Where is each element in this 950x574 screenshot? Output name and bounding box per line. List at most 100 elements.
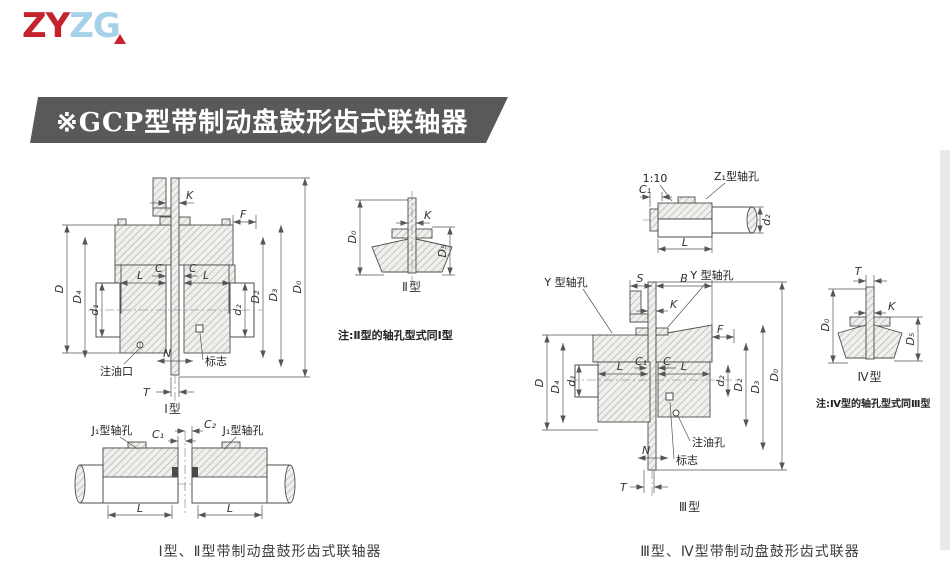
dim-label-D4: D₄ [549, 380, 562, 393]
keyway-left [127, 441, 147, 449]
hub-left [597, 361, 651, 423]
keyway [677, 196, 696, 204]
type4-caption: Ⅳ型 [857, 370, 882, 384]
dim-label-C2: C₂ [204, 418, 217, 431]
hub-wing-left [837, 324, 867, 359]
dim-label-T: T [620, 481, 628, 494]
figure-type3: S B Y 型轴孔 Y 型轴孔 K F D D₄ d₁ d₂ [533, 268, 787, 514]
page-title: ※GCP型带制动盘鼓形齿式联轴器 [56, 107, 469, 138]
hub-wing-right [873, 324, 903, 359]
dim-label-T: T [855, 265, 863, 278]
dim-label-C: C [663, 355, 671, 368]
hub-left [119, 264, 167, 354]
dim-label-D0: D₀ [768, 368, 781, 381]
dim-label-N: N [163, 347, 171, 360]
sleeve-right-taper [655, 324, 713, 363]
brake-disc [170, 177, 180, 376]
figure-type2: K D₀ D₅ Ⅱ型 注:Ⅱ型的轴孔型式同Ⅰ型 [338, 191, 455, 342]
logo-text-zy: ZY [22, 6, 70, 46]
title-banner: ※GCP型带制动盘鼓形齿式联轴器 [30, 97, 508, 143]
dim-label-D: D [53, 285, 66, 293]
dim-label-L-left: L [137, 269, 143, 282]
keyway-right [221, 441, 241, 449]
y-hole-label-left: Y 型轴孔 [543, 275, 587, 289]
type1-caption: Ⅰ型 [164, 402, 182, 416]
dim-label-C1: C₁ [639, 183, 651, 196]
mark-square [195, 324, 204, 333]
dim-label-d2: d₂ [760, 214, 773, 226]
dim-label-L-right: L [681, 360, 687, 373]
oil-hole-label: 注油孔 [692, 435, 725, 449]
dim-label-D0: D₀ [819, 318, 832, 331]
shaft-bore-left [574, 364, 599, 398]
dim-label-D2: D₂ [732, 378, 745, 391]
dim-label-d2: d₂ [231, 304, 244, 316]
logo-text-zg: ZG [69, 6, 121, 46]
dim-label-D: D [533, 379, 546, 387]
dim-label-D5: D₅ [436, 245, 449, 258]
dim-label-K: K [670, 298, 678, 311]
dim-label-D3: D₃ [267, 288, 280, 301]
dim-label-F: F [717, 323, 724, 336]
j1-hole-label-left: J₁型轴孔 [91, 423, 133, 437]
dim-label-K: K [424, 209, 432, 222]
dim-label-C-left: C [155, 262, 163, 275]
j1-hole-label-right: J₁型轴孔 [222, 423, 264, 437]
oil-port-label: 注油口 [100, 364, 133, 378]
figure-z1-shaft-hole: 1:10 Z₁型轴孔 C₁ L d₂ [639, 169, 773, 253]
type3-caption: Ⅲ型 [679, 500, 701, 514]
sleeve-left [592, 334, 649, 363]
figure-type1: K F D D₄ d₁ d₂ D₂ D₃ D₀ L C [53, 177, 310, 416]
brake-bracket-foot [152, 207, 172, 217]
dim-label-d1: d₁ [88, 304, 101, 315]
dim-label-L-right: L [227, 502, 233, 515]
end-nut [649, 208, 659, 232]
shaft [711, 206, 753, 234]
type2-caption: Ⅱ型 [402, 280, 422, 294]
sleeve-right [178, 224, 234, 266]
dim-label-D0: D₀ [346, 230, 359, 243]
figure-j1-shaft-holes: C₁ C₂ L L J₁型轴孔 J₁型轴孔 [74, 418, 296, 519]
dim-label-L-right: L [203, 269, 209, 282]
mark-label: 标志 [205, 354, 227, 368]
dim-label-C1: C₁ [152, 428, 164, 441]
type2-note: 注:Ⅱ型的轴孔型式同Ⅰ型 [338, 328, 453, 342]
dim-label-N: N [642, 444, 650, 457]
figure-type4: T K D₀ D₅ Ⅳ型 注:Ⅳ型的轴孔型式同Ⅲ型 [816, 265, 930, 410]
dim-label-D3: D₃ [749, 380, 762, 393]
left-figure-caption: Ⅰ型、Ⅱ型带制动盘鼓形齿式联轴器 [158, 544, 382, 560]
y-hole-label-right: Y 型轴孔 [689, 268, 733, 282]
dim-label-d1: d₁ [565, 375, 578, 386]
taper-label: 1:10 [643, 172, 668, 185]
dim-label-L-left: L [617, 360, 623, 373]
oil-hole-symbol [672, 409, 680, 417]
hub-right [657, 361, 711, 418]
dim-label-B: B [680, 272, 688, 285]
hub-section [657, 202, 713, 220]
dim-label-D0: D₀ [291, 280, 304, 293]
dim-label-C1: C₁ [635, 355, 647, 368]
dim-label-S: S [637, 272, 644, 285]
brake-bracket-foot [629, 313, 649, 323]
dim-label-T: T [143, 386, 151, 399]
logo-triangle-icon [114, 34, 126, 44]
right-figure-caption: Ⅲ型、Ⅳ型带制动盘鼓形齿式联器 [640, 544, 860, 560]
logo: ZYZG [22, 6, 126, 46]
hub-wing-right [415, 238, 453, 273]
sleeve-left [114, 224, 172, 266]
dim-label-C-right: C [189, 262, 197, 275]
dim-label-L: L [682, 236, 688, 249]
dim-label-D5: D₅ [904, 333, 917, 346]
mark-label: 标志 [676, 453, 698, 467]
dim-label-L-left: L [137, 502, 143, 515]
hub-wing-left [371, 238, 409, 273]
dim-label-D2: D₂ [249, 290, 262, 303]
mark-square [665, 392, 674, 401]
dim-label-d2: d₂ [714, 375, 727, 387]
type4-note: 注:Ⅳ型的轴孔型式同Ⅲ型 [816, 397, 930, 410]
dim-label-F: F [240, 208, 247, 221]
dim-label-K: K [888, 300, 896, 313]
dim-label-D4: D₄ [71, 290, 84, 303]
technical-drawing: K F D D₄ d₁ d₂ D₂ D₃ D₀ L C [53, 169, 930, 519]
